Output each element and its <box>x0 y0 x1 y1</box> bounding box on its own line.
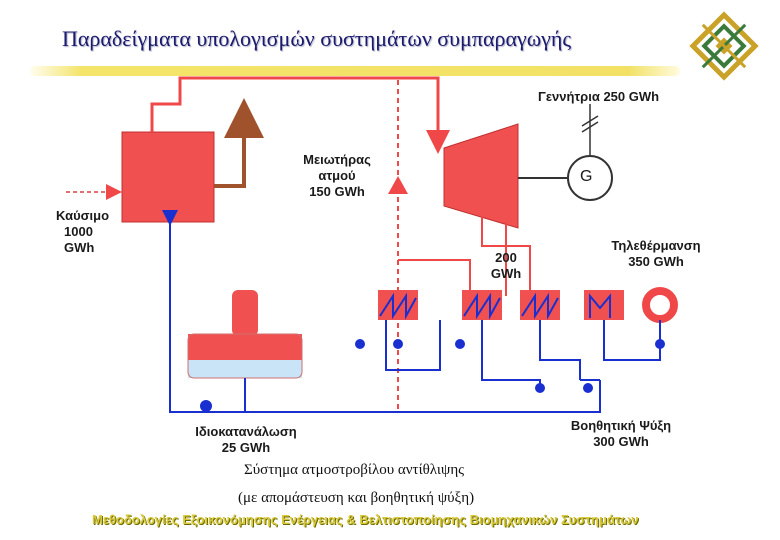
generator-symbol: G <box>580 168 593 185</box>
pump-6 <box>655 339 665 349</box>
fuel-label-line2: 1000 <box>64 224 93 239</box>
extraction-label-line1: 200 <box>495 250 517 265</box>
extraction-label-line2: GWh <box>490 266 522 281</box>
district-heating-label-line2: 350 GWh <box>628 254 684 269</box>
caption-line2: (με απομάστευση και βοηθητική ψύξη) <box>238 490 475 506</box>
heat-exchanger-2 <box>462 290 502 320</box>
page-title: Παραδείγματα υπολογισμών συστημάτων συμπ… <box>62 26 572 51</box>
water-line-hx2 <box>481 320 541 390</box>
reducer-label-line1: Μειωτήρας <box>303 152 371 167</box>
water-line-boiler <box>162 210 380 413</box>
pump-5 <box>583 383 593 393</box>
water-line-hx3 <box>539 320 581 380</box>
aux-cooling-label-line1: Βοηθητική Ψύξη <box>570 418 672 433</box>
fuel-label-line1: Καύσιμο <box>56 208 110 223</box>
steam-main-line <box>150 76 450 154</box>
district-heating-label-line1: Τηλεθέρμανση <box>611 238 701 253</box>
exhaust-line <box>214 98 264 188</box>
water-line-hx1 <box>385 320 441 371</box>
title-underline <box>30 66 680 76</box>
footer-text: Μεθοδολογίες Εξοικονόμησης Ενέργειας & Β… <box>92 512 639 527</box>
aux-cooling-label: Βοηθητική Ψύξη 300 GWh <box>556 418 686 450</box>
pump-7 <box>200 400 212 412</box>
water-line-main <box>380 380 601 413</box>
pump-3 <box>455 339 465 349</box>
feedwater-tank <box>187 290 303 379</box>
steam-turbine <box>443 123 519 229</box>
pump-4 <box>535 383 545 393</box>
caption-line1: Σύστημα ατμοστροβίλου αντίθλιψης <box>244 462 465 478</box>
reducer-label: Μειωτήρας ατμού 150 GWh <box>298 152 376 200</box>
extraction-label: 200 GWh <box>484 250 528 282</box>
self-consumption-label-line2: 25 GWh <box>221 440 271 455</box>
pump-1 <box>355 339 365 349</box>
reducer-label-line2: ατμού <box>318 168 356 183</box>
heat-exchanger-1 <box>378 290 418 320</box>
aux-cooling-label-line2: 300 GWh <box>593 434 649 449</box>
district-heating-label: Τηλεθέρμανση 350 GWh <box>596 238 716 270</box>
pump-2 <box>393 339 403 349</box>
fuel-label-line3: GWh <box>64 240 95 255</box>
self-consumption-label: Ιδιοκατανάλωση 25 GWh <box>176 424 316 456</box>
heat-exchanger-4 <box>584 290 624 320</box>
self-consumption-label-line1: Ιδιοκατανάλωση <box>195 424 297 439</box>
reducer-valve <box>388 176 408 194</box>
water-line-dh <box>603 320 661 361</box>
district-heating-consumer <box>642 287 678 323</box>
reducer-label-line3: 150 GWh <box>309 184 365 199</box>
generator-label: Γεννήτρια 250 GWh <box>538 89 660 104</box>
fuel-label: Καύσιμο 1000 GWh <box>56 208 109 256</box>
boiler <box>121 131 215 223</box>
university-logo <box>689 11 759 81</box>
steam-to-hx-line <box>398 259 471 290</box>
heat-exchanger-3 <box>520 290 560 320</box>
